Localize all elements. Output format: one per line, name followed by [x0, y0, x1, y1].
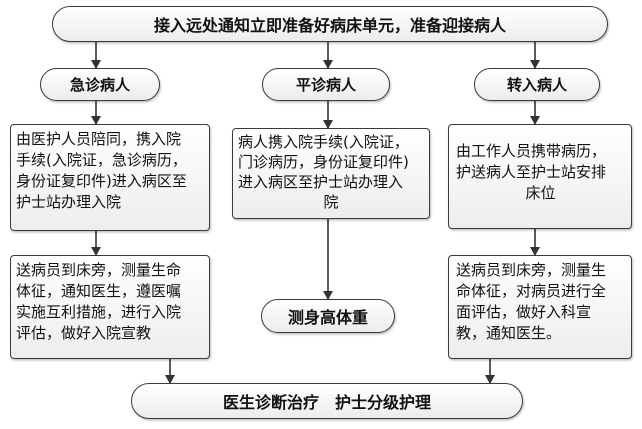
header-emergency-patient: 急诊病人: [40, 68, 160, 101]
measure-height-weight: 测身高体重: [261, 299, 395, 333]
transfer-step1-line: 床位: [525, 184, 556, 202]
emergency-step1-line: 由医护人员陪同，携入院: [16, 130, 182, 148]
emergency-step2-line: 评估，做好入院宣教: [16, 324, 152, 342]
top-notice: 接入远处通知立即准备好病床单元，准备迎接病人: [52, 6, 608, 42]
header-transfer-patient: 转入病人: [474, 68, 600, 101]
transfer-step1-box: 由工作人员携带病历， 护送病人至护士站安排 床位: [448, 124, 632, 229]
regular-step1-line: 进入病区至护士站办理入: [238, 173, 404, 191]
emergency-step1-line: 身份证复印件)进入病区至: [16, 172, 187, 190]
emergency-step2-line: 实施互利措施，进行入院: [16, 303, 182, 321]
header-regular-patient: 平诊病人: [262, 68, 390, 101]
transfer-step2-line: 送病员到床旁，测量生: [456, 261, 607, 279]
regular-step1-line: 病人携入院手续(入院证，: [238, 133, 409, 151]
transfer-step1-line: 护送病人至护士站安排: [456, 163, 607, 181]
emergency-step2-line: 送病员到床旁，测量生命: [16, 261, 182, 279]
transfer-step2-line: 面评估，做好入科宣: [456, 303, 592, 321]
transfer-step1-line: 由工作人员携带病历，: [456, 142, 607, 160]
emergency-step1-line: 护士站办理入院: [16, 193, 122, 211]
regular-step1-line: 门诊病历，身份证复印件): [238, 153, 409, 171]
transfer-step2-line: 命体征，对病员进行全: [456, 282, 607, 300]
emergency-step1-box: 由医护人员陪同，携入院 手续(入院证，急诊病历， 身份证复印件)进入病区至 护士…: [10, 124, 210, 231]
emergency-step1-line: 手续(入院证，急诊病历，: [16, 151, 187, 169]
regular-step1-box: 病人携入院手续(入院证， 门诊病历，身份证复印件) 进入病区至护士站办理入 院: [232, 128, 430, 219]
transfer-step2-line: 教，通知医生。: [456, 324, 562, 342]
transfer-step2-box: 送病员到床旁，测量生 命体征，对病员进行全 面评估，做好入科宣 教，通知医生。: [448, 255, 632, 359]
emergency-step2-box: 送病员到床旁，测量生命 体征，通知医生，遵医嘱 实施互利措施，进行入院 评估，做…: [10, 255, 210, 359]
emergency-step2-line: 体征，通知医生，遵医嘱: [16, 282, 182, 300]
bottom-outcome: 医生诊断治疗 护士分级护理: [131, 383, 523, 419]
regular-step1-line: 院: [323, 193, 339, 211]
